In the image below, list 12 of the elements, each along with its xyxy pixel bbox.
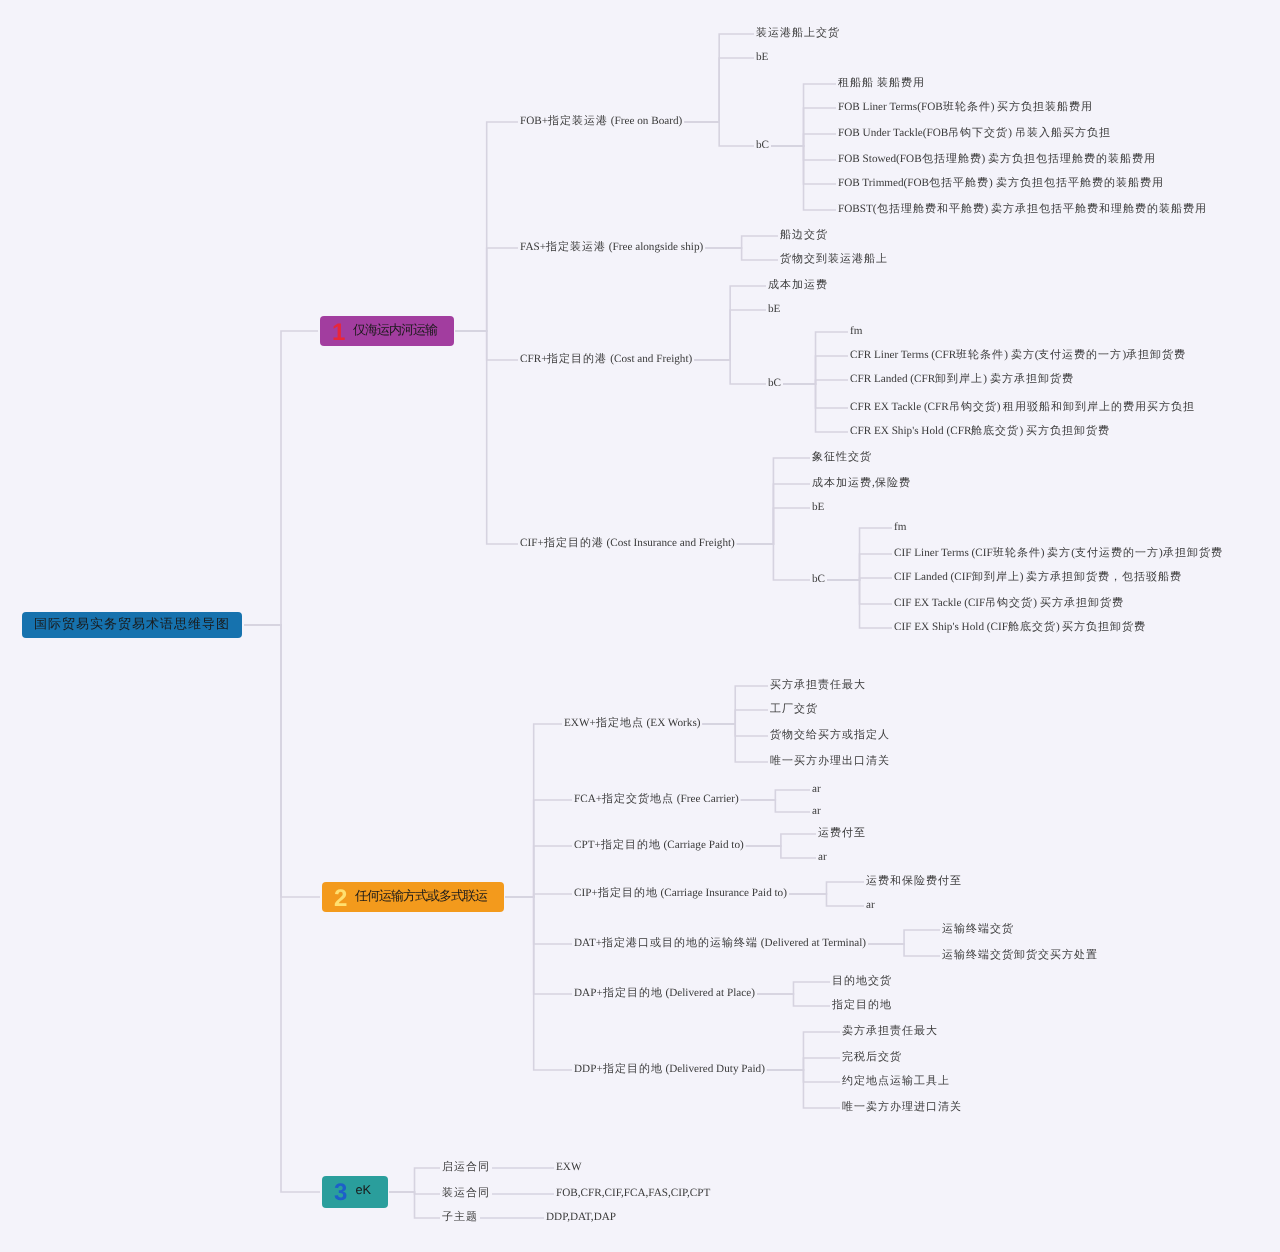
connector-line xyxy=(745,845,817,859)
priority-number: 2 xyxy=(334,885,348,909)
connector-line xyxy=(704,247,779,261)
branch-topic-box xyxy=(322,882,504,912)
connector-line xyxy=(739,799,811,813)
priority-number: 3 xyxy=(334,1180,348,1204)
connector-line xyxy=(756,993,831,1007)
branch-topic-box xyxy=(322,1176,388,1208)
branch-topic-box xyxy=(320,316,454,346)
connector-line xyxy=(788,893,865,907)
priority-number: 1 xyxy=(332,319,346,343)
connector-line xyxy=(867,943,941,957)
